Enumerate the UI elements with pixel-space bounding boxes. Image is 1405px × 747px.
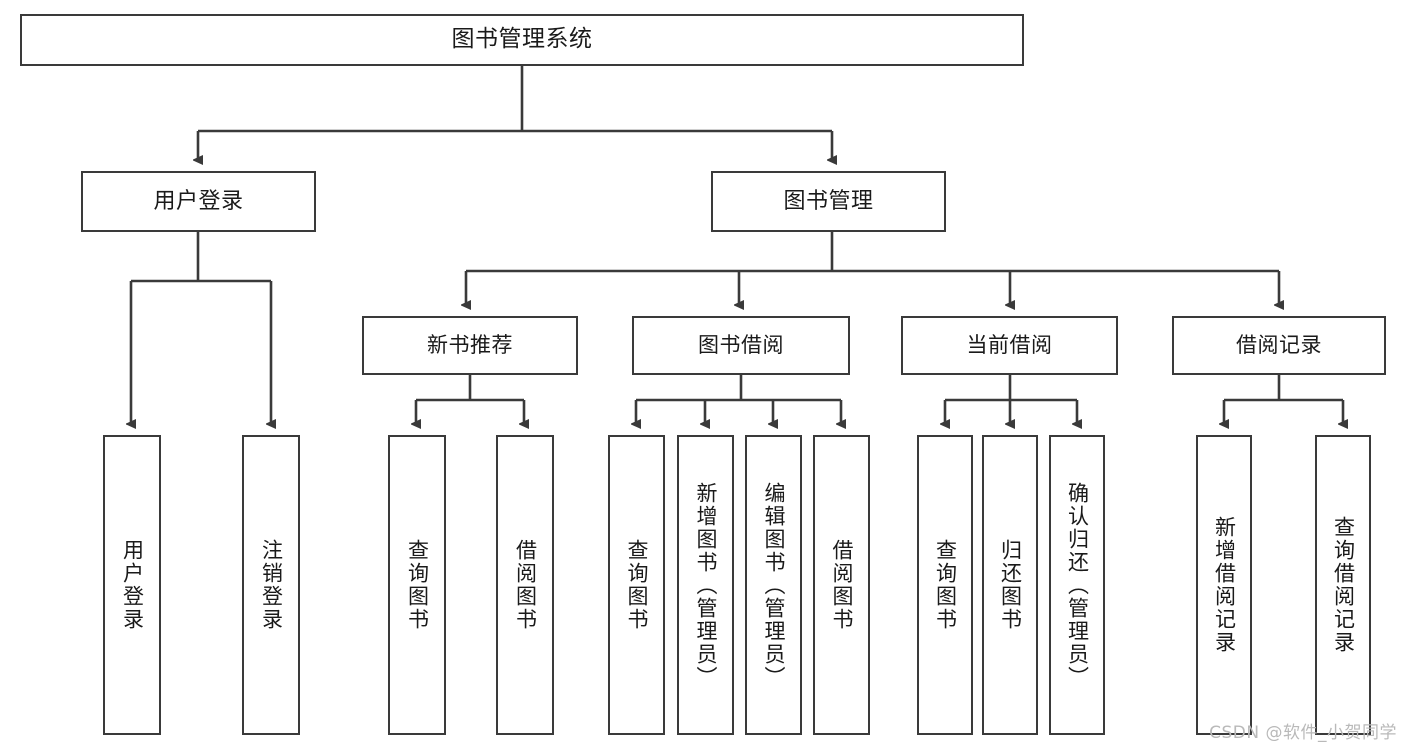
node-label: 查询图书 — [405, 539, 430, 631]
node-label: 新增图书（管理员） — [693, 481, 718, 689]
node-label: 新增借阅记录 — [1212, 516, 1237, 654]
leaf-borrow-record-add-record[interactable]: 新增借阅记录 — [1196, 435, 1252, 735]
node-label: 图书管理 — [783, 188, 874, 214]
node-label: 借阅图书 — [513, 539, 538, 631]
leaf-book-borrow-borrow-book[interactable]: 借阅图书 — [813, 435, 870, 735]
node-label: 当前借阅 — [966, 333, 1053, 358]
node-label: 图书借阅 — [698, 333, 784, 358]
leaf-book-borrow-add-book-admin[interactable]: 新增图书（管理员） — [677, 435, 734, 735]
leaf-current-borrow-confirm-return-admin[interactable]: 确认归还（管理员） — [1049, 435, 1105, 735]
node-new-book-recommend[interactable]: 新书推荐 — [362, 316, 578, 375]
node-label: 用户登录 — [153, 188, 244, 214]
node-label: 新书推荐 — [427, 333, 513, 358]
node-label: 归还图书 — [998, 539, 1023, 631]
node-label: 借阅记录 — [1236, 333, 1322, 358]
leaf-user-login-logout[interactable]: 注销登录 — [242, 435, 300, 735]
watermark: CSDN @软件_小贺同学 — [1209, 723, 1397, 743]
leaf-new-book-query-book[interactable]: 查询图书 — [388, 435, 446, 735]
leaf-current-borrow-return-book[interactable]: 归还图书 — [982, 435, 1038, 735]
node-label: 用户登录 — [120, 539, 145, 631]
node-label: 编辑图书（管理员） — [761, 481, 786, 689]
leaf-book-borrow-edit-book-admin[interactable]: 编辑图书（管理员） — [745, 435, 802, 735]
leaf-user-login-login[interactable]: 用户登录 — [103, 435, 161, 735]
node-root-book-management-system[interactable]: 图书管理系统 — [20, 14, 1024, 66]
node-label: 确认归还（管理员） — [1065, 481, 1090, 689]
node-label: 查询图书 — [624, 539, 649, 631]
node-borrow-record[interactable]: 借阅记录 — [1172, 316, 1386, 375]
leaf-current-borrow-query-book[interactable]: 查询图书 — [917, 435, 973, 735]
leaf-new-book-borrow-book[interactable]: 借阅图书 — [496, 435, 554, 735]
node-label: 查询借阅记录 — [1331, 516, 1356, 654]
node-current-borrow[interactable]: 当前借阅 — [901, 316, 1118, 375]
node-book-management[interactable]: 图书管理 — [711, 171, 946, 232]
node-book-borrow[interactable]: 图书借阅 — [632, 316, 850, 375]
node-label: 查询图书 — [933, 539, 958, 631]
leaf-borrow-record-query-record[interactable]: 查询借阅记录 — [1315, 435, 1371, 735]
node-label: 图书管理系统 — [451, 26, 593, 53]
leaf-book-borrow-query-book[interactable]: 查询图书 — [608, 435, 665, 735]
node-label: 注销登录 — [259, 539, 284, 631]
node-user-login[interactable]: 用户登录 — [81, 171, 316, 232]
node-label: 借阅图书 — [829, 539, 854, 631]
